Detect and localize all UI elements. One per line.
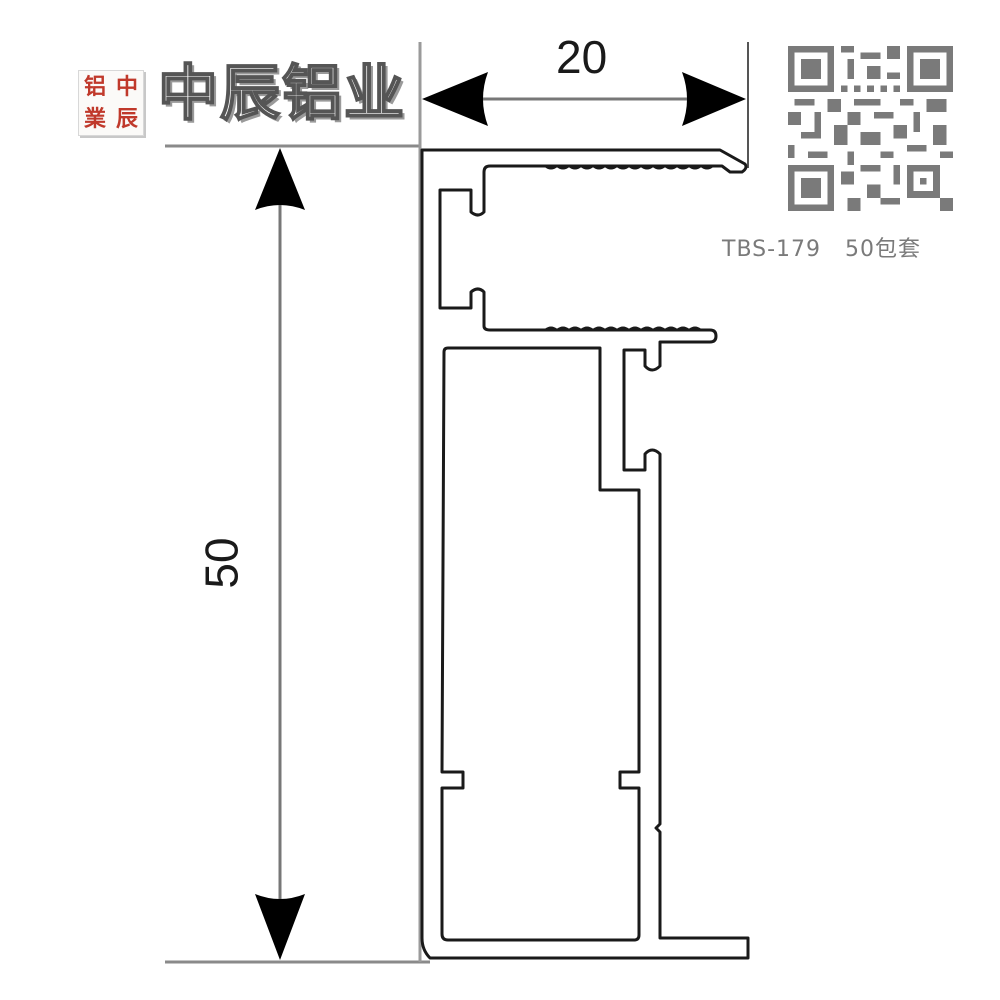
arrow-down-icon — [255, 894, 305, 960]
brand-name: 中辰铝业 — [157, 59, 406, 129]
arrow-right-icon — [682, 72, 746, 126]
profile-outline — [420, 148, 750, 960]
seal-char: 铝 — [83, 74, 106, 100]
seal-char: 辰 — [115, 106, 138, 132]
width-dimension — [422, 72, 746, 126]
extension-lines — [165, 42, 749, 964]
brand-seal-logo: 铝 中 業 辰 — [78, 70, 144, 136]
qr-code-icon — [788, 46, 953, 211]
arrow-left-icon — [422, 72, 488, 126]
height-dimension-label: 50 — [195, 537, 248, 589]
width-dimension-label: 20 — [556, 31, 608, 83]
seal-char: 業 — [83, 106, 106, 132]
seal-char: 中 — [115, 74, 138, 100]
product-model-label: TBS-179 50包套 — [722, 237, 922, 262]
height-dimension — [255, 148, 305, 960]
arrow-up-icon — [255, 148, 305, 210]
